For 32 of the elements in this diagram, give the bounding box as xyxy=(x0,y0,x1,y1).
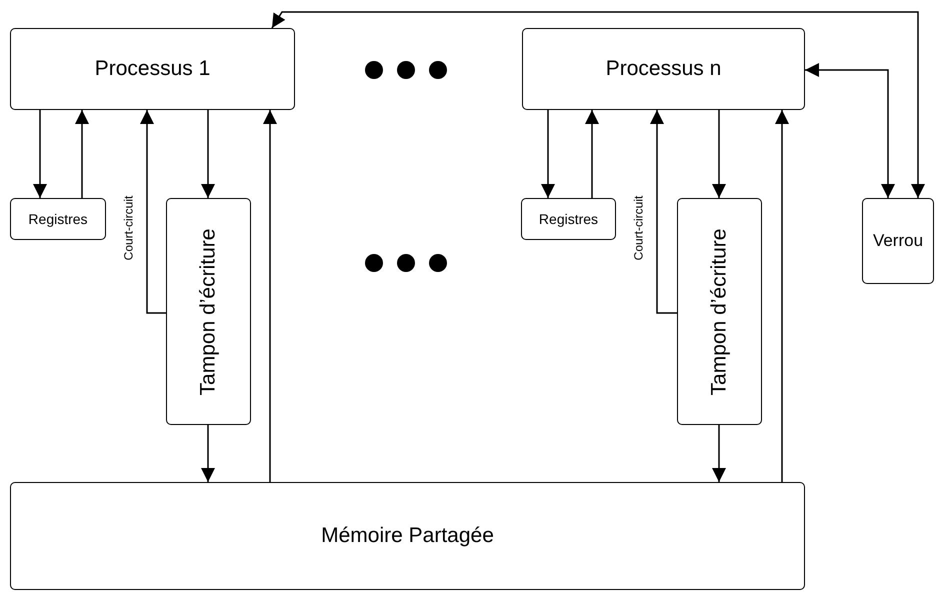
process-box xyxy=(10,28,295,110)
node-label: Processus 1 xyxy=(94,57,210,81)
arrow xyxy=(650,110,677,314)
process-box xyxy=(522,28,805,110)
process-box xyxy=(10,198,106,240)
arrow xyxy=(775,110,789,482)
node-label: Mémoire Partagée xyxy=(321,524,494,548)
node-label: Tampon d’écriture xyxy=(708,228,732,395)
arrow xyxy=(75,110,89,198)
edge-label: Court-circuit xyxy=(120,196,135,260)
node-label: Tampon d’écriture xyxy=(196,228,220,395)
process-box xyxy=(862,198,934,284)
arrow xyxy=(541,110,555,198)
process-box xyxy=(10,482,805,590)
arrow xyxy=(585,110,599,198)
arrow xyxy=(33,110,47,198)
process-box xyxy=(166,198,251,425)
arrow xyxy=(201,425,215,482)
node-label: Processus n xyxy=(606,57,722,81)
arrow xyxy=(712,110,726,198)
edge-label: Court-circuit xyxy=(630,196,645,260)
arrow xyxy=(805,63,895,198)
arrow xyxy=(712,425,726,482)
node-label: Registres xyxy=(28,211,88,227)
node-label: Verrou xyxy=(872,231,924,251)
arrow xyxy=(263,110,277,482)
node-label: Registres xyxy=(538,211,598,227)
process-box xyxy=(677,198,762,425)
arrow xyxy=(140,110,166,314)
arrow xyxy=(201,110,215,198)
arrow xyxy=(271,11,925,198)
process-box xyxy=(521,198,616,240)
